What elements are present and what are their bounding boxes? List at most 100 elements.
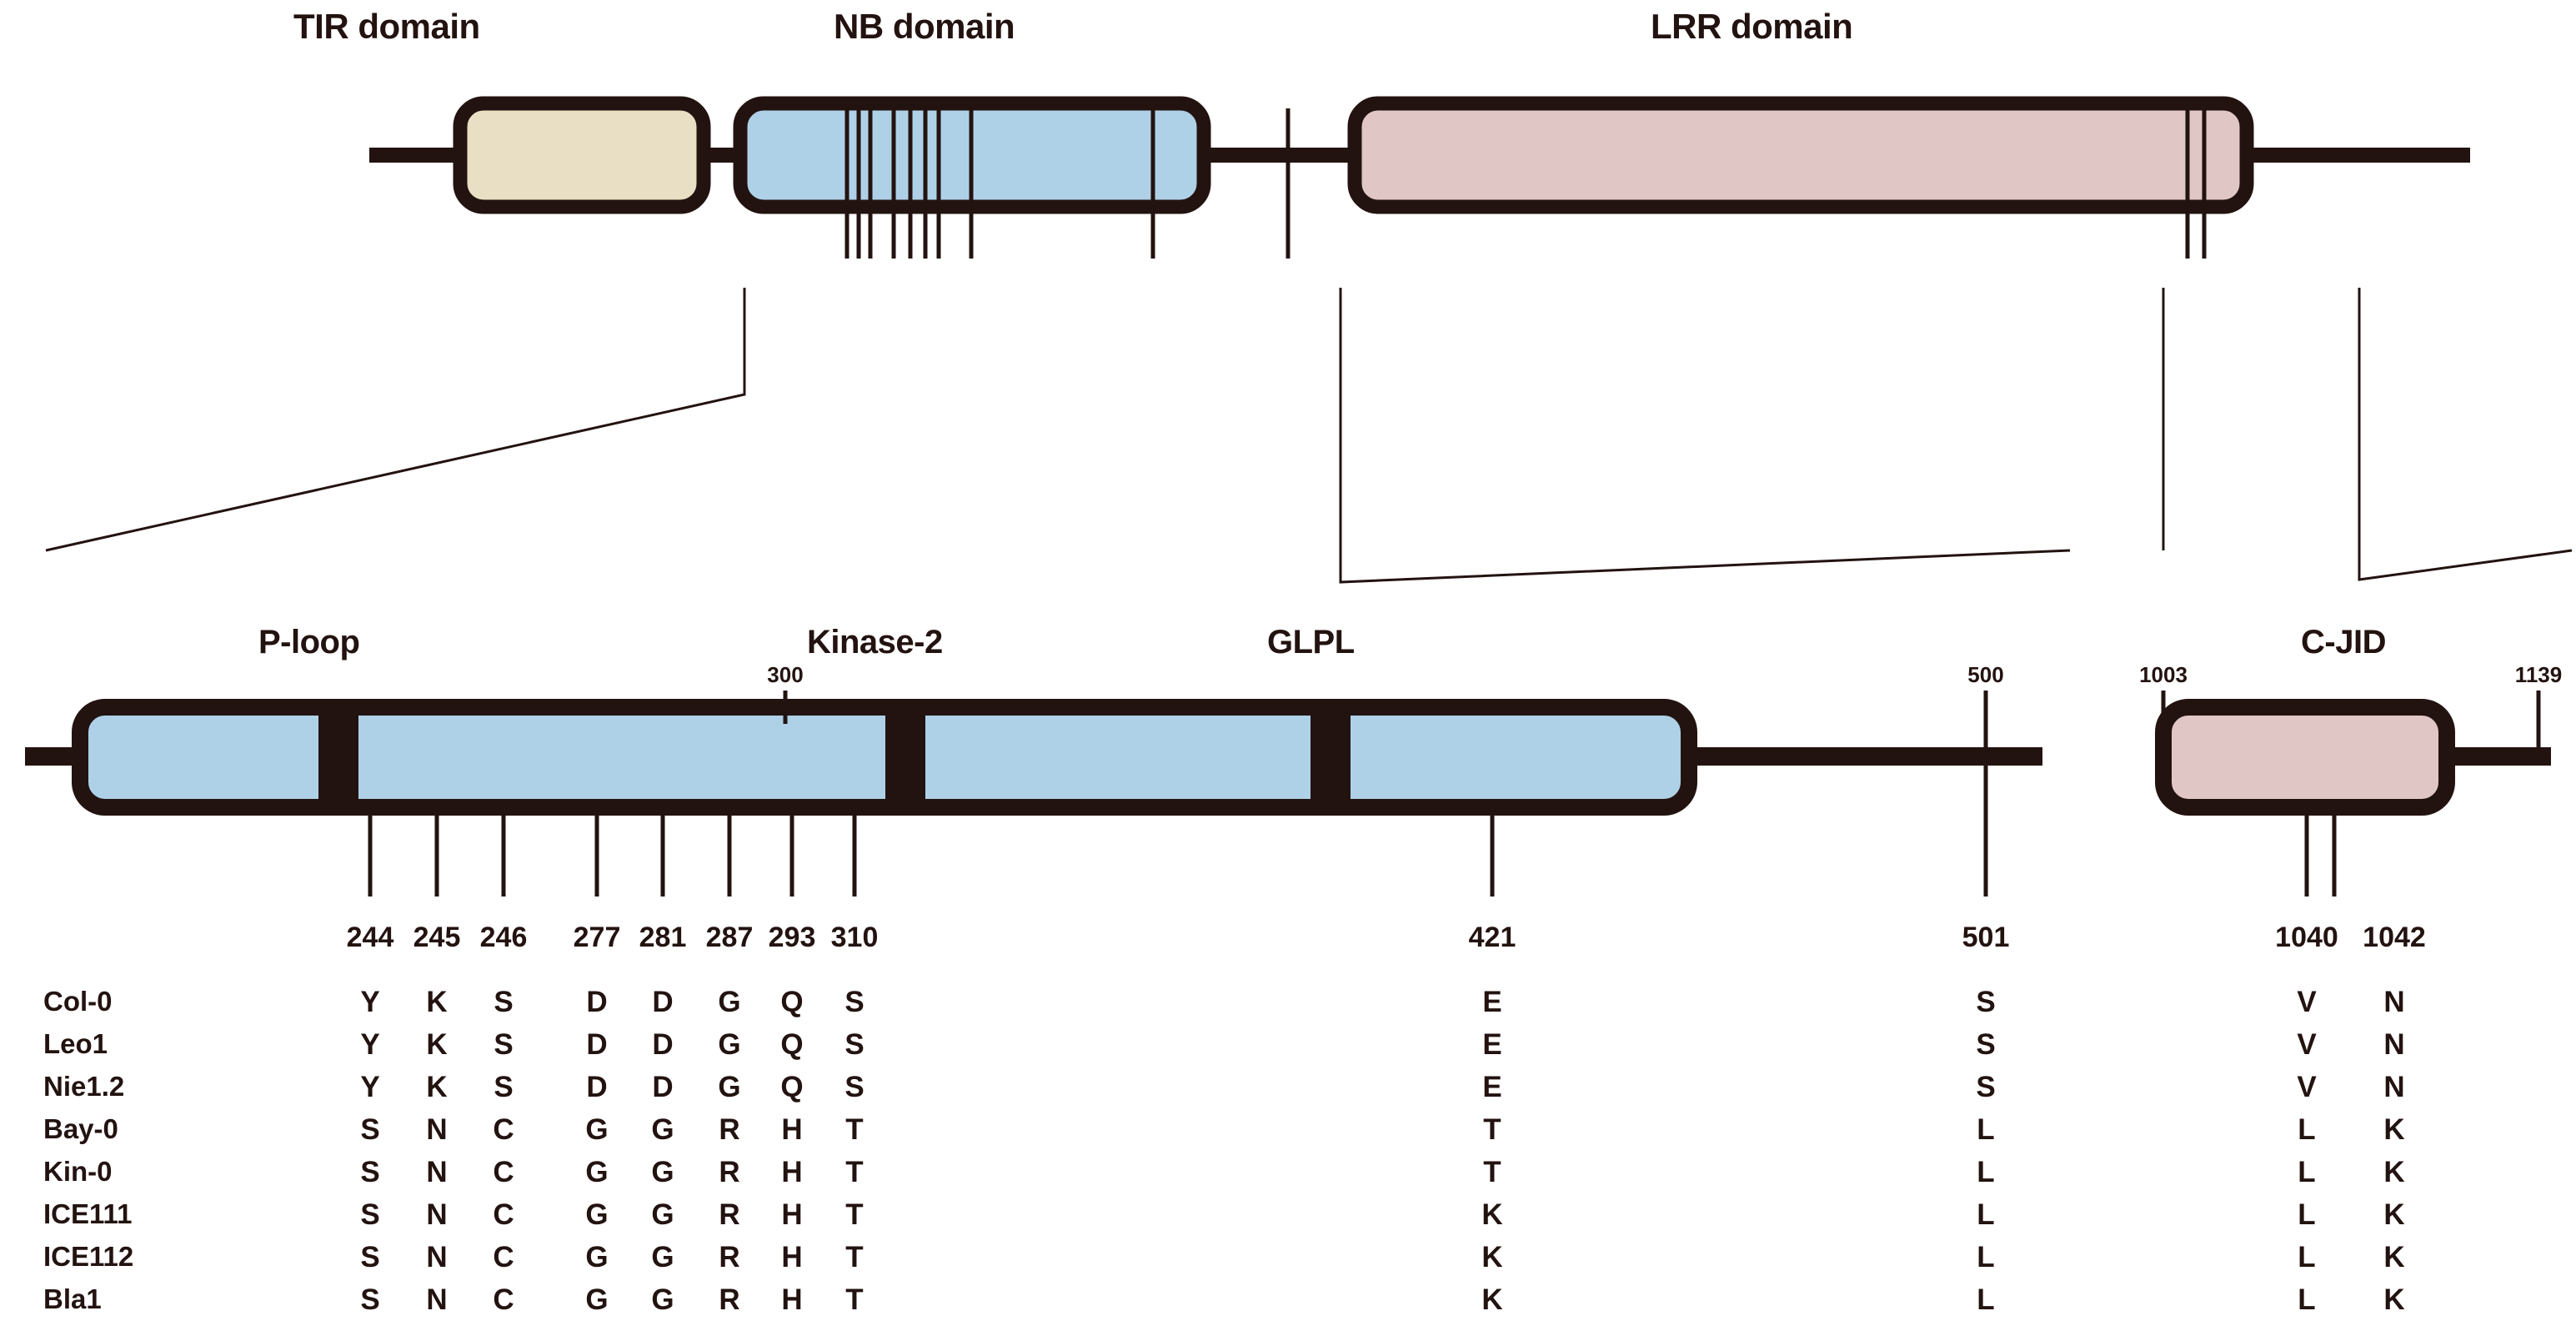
residue-cell: K <box>2383 1113 2405 1146</box>
domain-title-c-jid: C-JID <box>2301 624 2386 660</box>
residue-cell: G <box>651 1198 674 1231</box>
residue-cell: L <box>1977 1241 1995 1273</box>
residue-cell: K <box>2383 1241 2405 1273</box>
residue-cell: L <box>2298 1241 2316 1273</box>
residue-cell: S <box>844 1071 865 1103</box>
residue-cell: L <box>2298 1156 2316 1188</box>
accession-label: ICE112 <box>43 1241 134 1272</box>
residue-cell: V <box>2297 1071 2317 1103</box>
residue-cell: G <box>585 1156 609 1188</box>
residue-cell: V <box>2297 986 2317 1018</box>
residue-cell: D <box>586 1071 608 1103</box>
residue-cell: T <box>845 1283 864 1316</box>
glpl-motif-band <box>1311 707 1351 807</box>
residue-cell: E <box>1482 1028 1502 1061</box>
residue-cell: K <box>1481 1198 1503 1231</box>
residue-cell: G <box>585 1283 609 1316</box>
residue-cell: D <box>652 1071 674 1103</box>
residue-cell: S <box>494 1071 514 1103</box>
residue-cell: K <box>426 986 448 1018</box>
motif-title-kinase-2: Kinase-2 <box>807 624 943 660</box>
residue-cell: Q <box>780 1071 804 1103</box>
residue-cell: N <box>426 1241 448 1273</box>
position-label: 244 <box>346 922 394 953</box>
residue-cell: S <box>360 1113 380 1146</box>
accession-label: Bay-0 <box>43 1113 118 1144</box>
boundary-tick-1003: 1003 <box>2139 662 2188 687</box>
residue-cell: K <box>2383 1283 2405 1316</box>
residue-cell: G <box>718 986 741 1018</box>
residue-cell: Q <box>780 986 804 1018</box>
residue-cell: H <box>781 1156 803 1188</box>
residue-cell: V <box>2297 1028 2317 1061</box>
residue-cell: S <box>360 1241 380 1273</box>
domain-title-lrr: LRR domain <box>1651 7 1853 46</box>
residue-cell: T <box>845 1241 864 1273</box>
residue-cell: L <box>1977 1283 1995 1316</box>
residue-cell: G <box>651 1283 674 1316</box>
motif-title-glpl: GLPL <box>1267 624 1355 660</box>
accession-label: Col-0 <box>43 986 113 1017</box>
residue-cell: K <box>1481 1283 1503 1316</box>
residue-cell: S <box>844 986 865 1018</box>
residue-cell: C <box>493 1113 514 1146</box>
boundary-tick-1139: 1139 <box>2514 662 2563 687</box>
residue-cell: C <box>493 1156 514 1188</box>
position-label: 421 <box>1468 922 1516 953</box>
residue-cell: S <box>360 1283 380 1316</box>
residue-cell: T <box>1483 1156 1501 1188</box>
residue-cell: L <box>1977 1113 1995 1146</box>
residue-cell: N <box>426 1198 448 1231</box>
position-label: 1040 <box>2275 922 2338 953</box>
accession-label: Leo1 <box>43 1028 108 1059</box>
residue-cell: S <box>360 1156 380 1188</box>
residue-cell: H <box>781 1241 803 1273</box>
residue-cell: G <box>585 1113 609 1146</box>
residue-cell: T <box>845 1113 864 1146</box>
residue-cell: L <box>2298 1113 2316 1146</box>
residue-cell: Y <box>360 1028 380 1061</box>
residue-cell: K <box>426 1028 448 1061</box>
residue-cell: S <box>1976 1071 1996 1103</box>
residue-cell: K <box>2383 1156 2405 1188</box>
domain-title-nb: NB domain <box>834 7 1015 46</box>
position-label: 501 <box>1962 922 2010 953</box>
residue-cell: E <box>1482 1071 1502 1103</box>
residue-cell: D <box>586 986 608 1018</box>
position-label: 293 <box>768 922 816 953</box>
residue-cell: G <box>718 1028 741 1061</box>
residue-cell: Q <box>780 1028 804 1061</box>
residue-cell: R <box>719 1156 740 1188</box>
residue-cell: C <box>493 1198 514 1231</box>
position-label: 277 <box>573 922 621 953</box>
residue-cell: S <box>360 1198 380 1231</box>
residue-cell: S <box>844 1028 865 1061</box>
residue-cell: L <box>2298 1198 2316 1231</box>
residue-cell: S <box>1976 1028 1996 1061</box>
p-loop-motif-band <box>318 707 358 807</box>
residue-cell: T <box>845 1156 864 1188</box>
residue-cell: D <box>586 1028 608 1061</box>
boundary-tick-500: 500 <box>1967 662 2004 687</box>
position-label: 281 <box>639 922 687 953</box>
position-label: 245 <box>413 922 461 953</box>
kinase2-motif-band <box>885 707 925 807</box>
domain-title-tir: TIR domain <box>293 7 480 46</box>
residue-cell: S <box>494 1028 514 1061</box>
nb-domain-variant-ticks <box>844 108 1155 259</box>
residue-cell: K <box>2383 1198 2405 1231</box>
residue-cell: R <box>719 1113 740 1146</box>
zoom-connector-lines <box>45 288 2573 584</box>
boundary-tick-300: 300 <box>767 662 804 687</box>
residue-cell: G <box>585 1241 609 1273</box>
residue-cell: N <box>426 1113 448 1146</box>
residue-cell: H <box>781 1198 803 1231</box>
cjid-expanded-box <box>2155 699 2455 816</box>
residue-cell: G <box>585 1198 609 1231</box>
residue-cell: R <box>719 1241 740 1273</box>
residue-cell: N <box>2383 986 2405 1018</box>
motif-title-p-loop: P-loop <box>258 624 360 660</box>
accession-label: ICE111 <box>43 1198 133 1229</box>
accession-label: Nie1.2 <box>43 1071 125 1102</box>
